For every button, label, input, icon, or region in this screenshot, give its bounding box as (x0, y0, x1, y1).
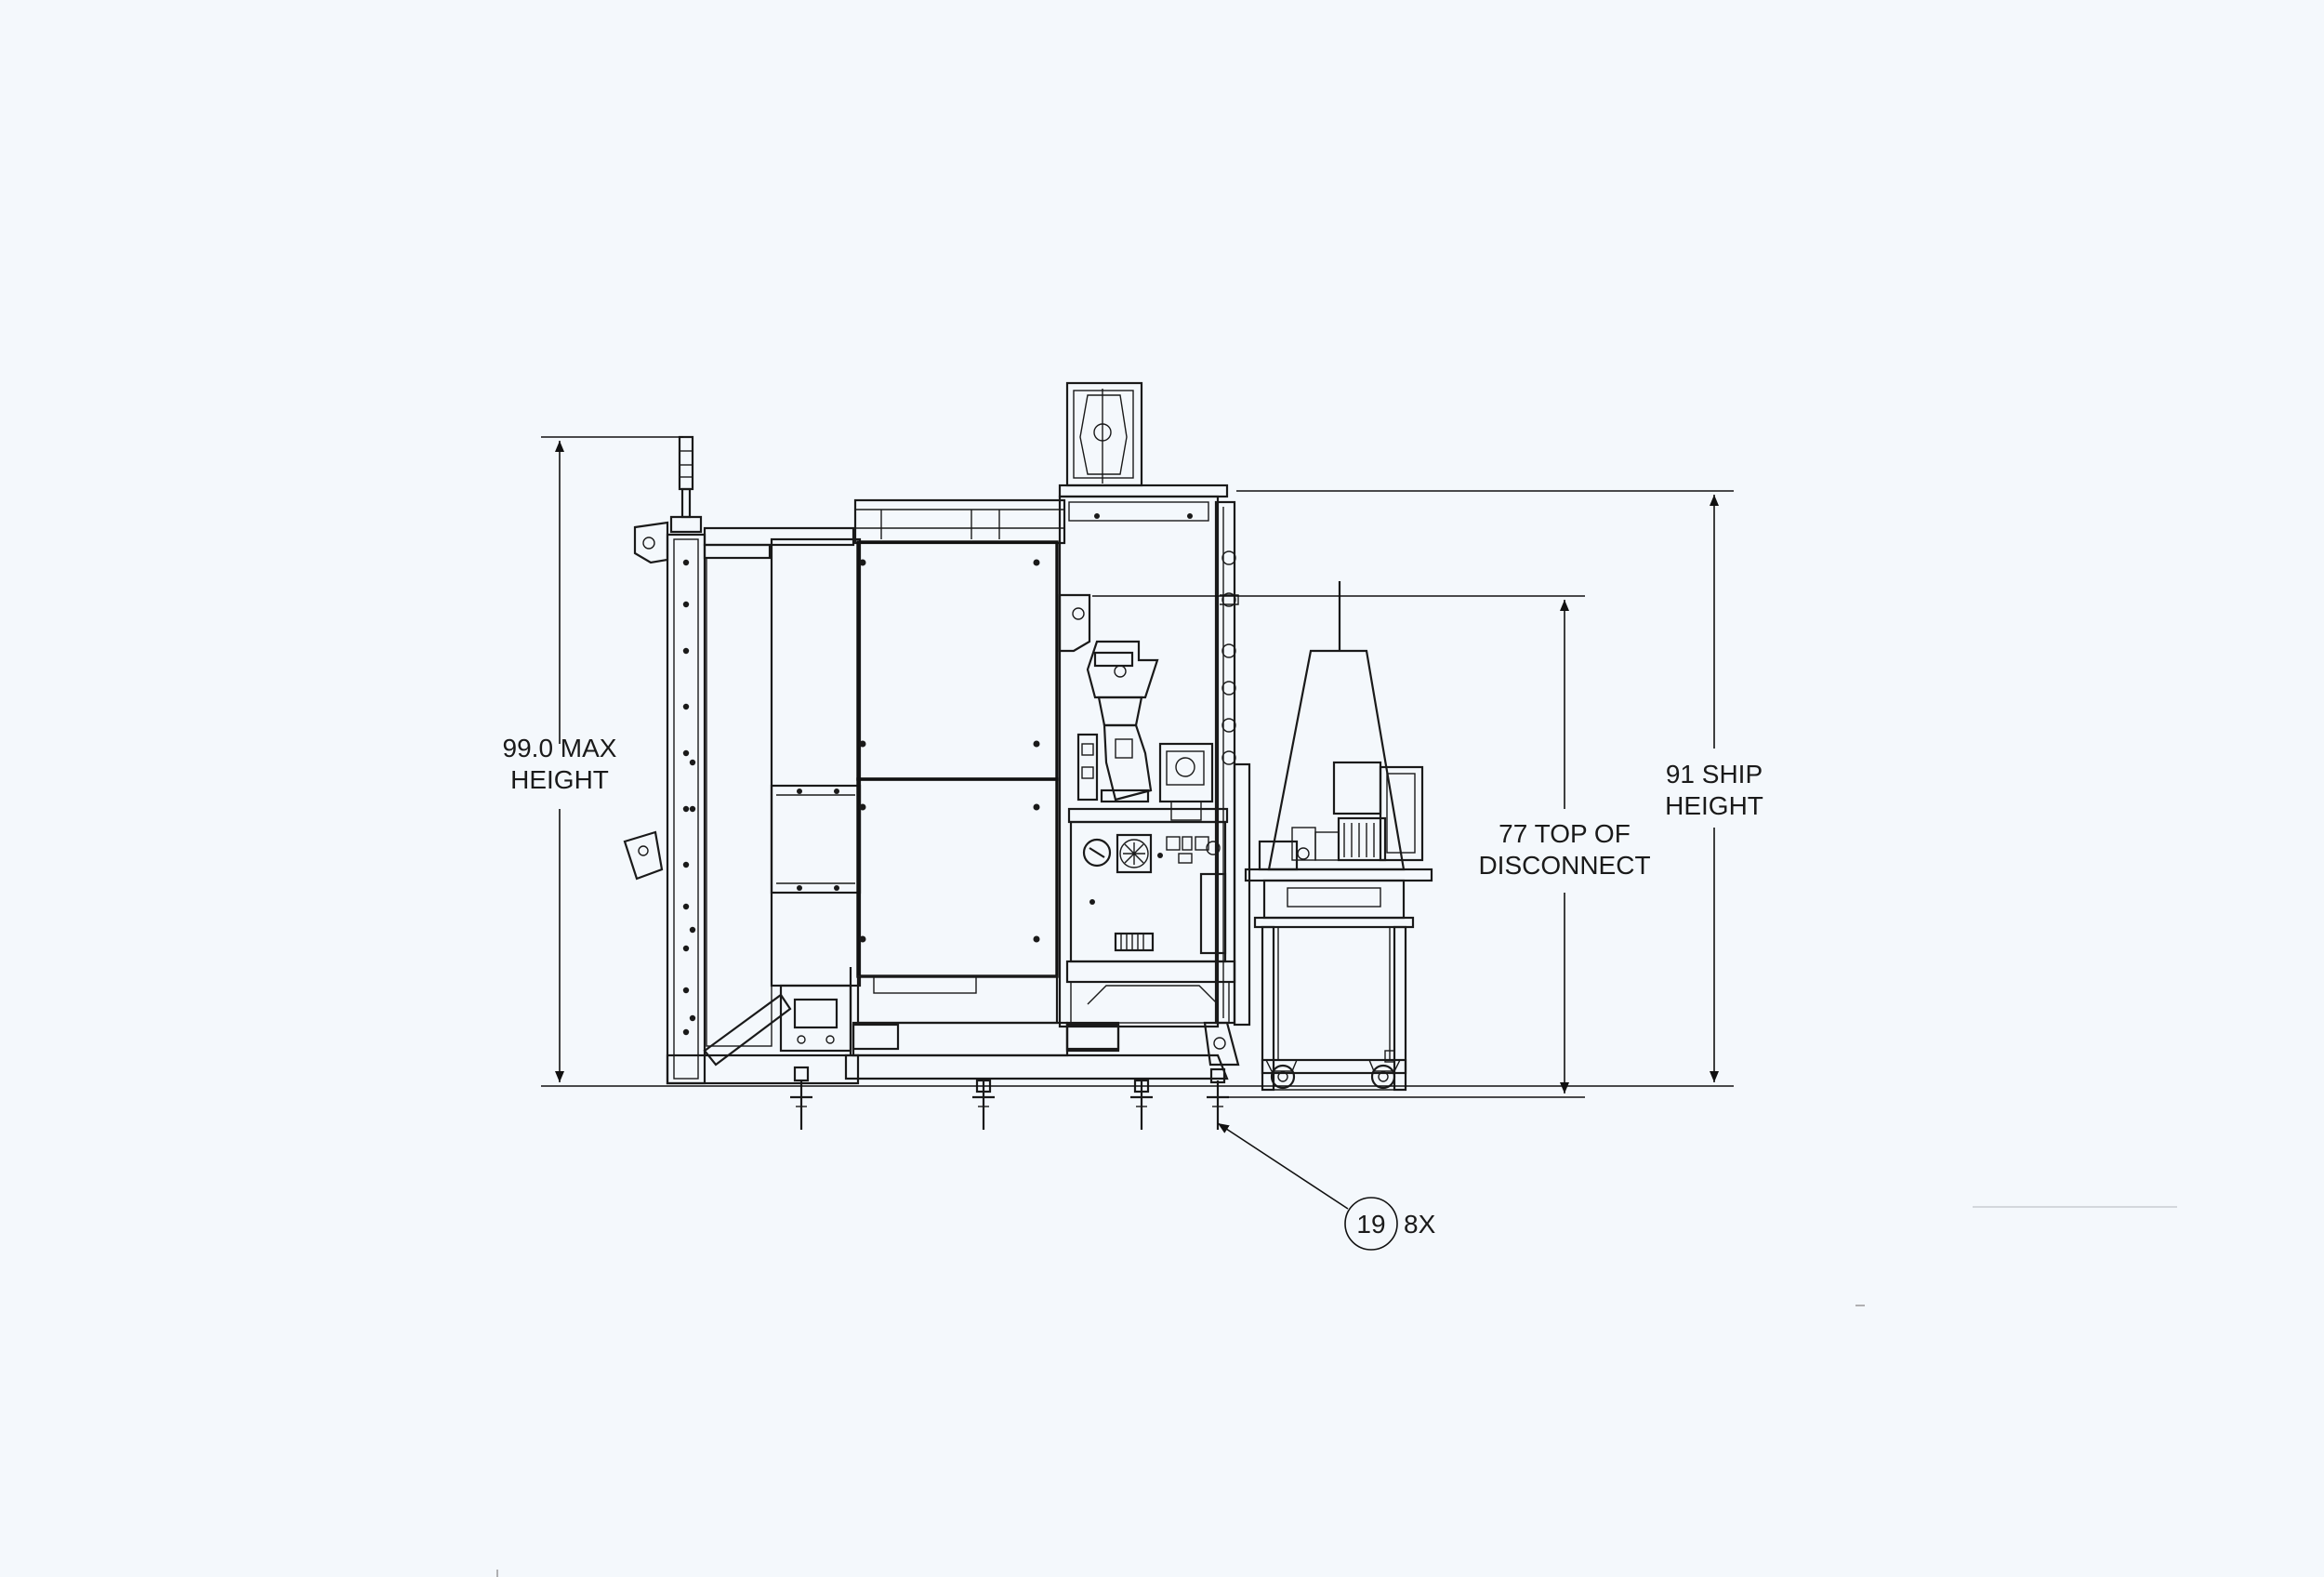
main-cabinet (844, 498, 1229, 1080)
callout-quantity: 8X (1404, 1210, 1436, 1239)
max-height-label-line1: 99.0 MAX (503, 734, 617, 762)
callout-balloon (1344, 1197, 1398, 1251)
leveling-feet (790, 1066, 1229, 1130)
middle-chute (770, 537, 862, 1055)
left-column-holes (682, 559, 696, 1036)
ship-height-label-line1: 91 SHIP (1666, 760, 1763, 788)
dim-disconnect: 77 TOP OF DISCONNECT (1092, 595, 1651, 1093)
disconnect-label-line1: 77 TOP OF (1499, 819, 1631, 848)
item-callout: 19 8X (1217, 1122, 1436, 1251)
control-tower (1058, 381, 1251, 1067)
dim-max-height: 99.0 MAX HEIGHT (503, 436, 683, 1082)
left-frame (623, 435, 860, 1085)
disconnect-label-line2: DISCONNECT (1478, 851, 1650, 880)
hopper-cart (1244, 581, 1433, 1092)
max-height-label-line2: HEIGHT (510, 765, 609, 794)
ship-height-label-line2: HEIGHT (1665, 791, 1763, 820)
callout-item-number: 19 (1356, 1210, 1385, 1239)
dim-ship-height: 91 SHIP HEIGHT (1236, 490, 1763, 1082)
